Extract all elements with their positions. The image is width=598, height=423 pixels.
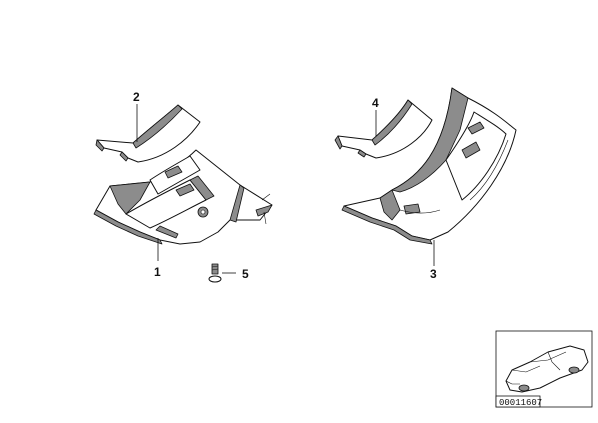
callout-2: 2 [133, 90, 140, 104]
callout-3: 3 [430, 267, 437, 281]
callout-4: 4 [372, 96, 379, 110]
part-5-screw[interactable] [208, 263, 222, 283]
callout-5: 5 [242, 267, 249, 281]
part-2-trim-cover[interactable] [95, 104, 201, 163]
callout-1: 1 [154, 265, 161, 279]
car-thumbnail-icon [505, 345, 589, 393]
part-4-trim-cover[interactable] [334, 99, 433, 159]
leader-lines [136, 104, 435, 274]
part-3-upper-housing[interactable] [341, 87, 517, 245]
reference-inset: 00011607 [495, 330, 593, 408]
reference-number: 00011607 [499, 398, 542, 408]
part-1-column-trim[interactable] [93, 149, 273, 245]
